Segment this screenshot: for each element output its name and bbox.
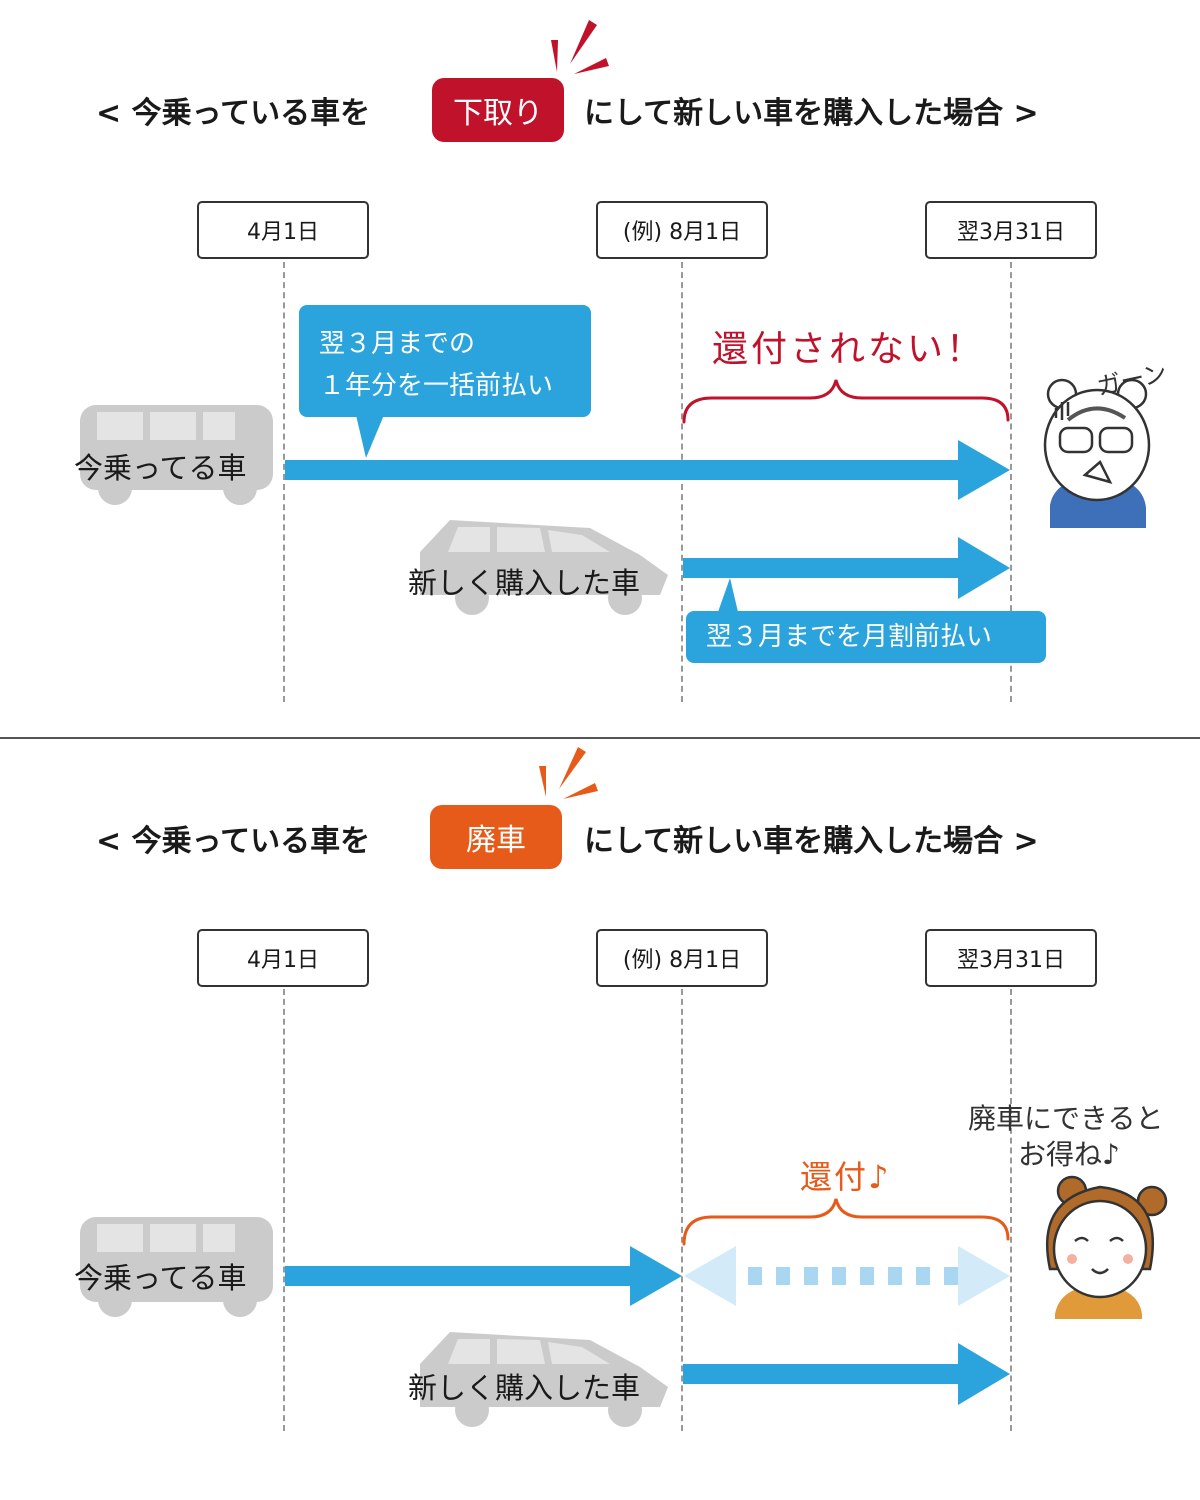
brace-icon — [682, 1198, 1010, 1246]
callout-line-2: １年分を一括前払い — [319, 371, 554, 401]
trade-in-panel: < 今乗っている車を 下取り にして新しい車を購入した場合 > 4月1日 (例)… — [0, 0, 1200, 738]
refund-note: 還付♪ — [800, 1158, 891, 1196]
scrap-badge: 廃車 — [430, 805, 562, 869]
brace-icon — [682, 379, 1010, 424]
date-march-31: 翌3月31日 — [925, 201, 1097, 259]
trade-in-badge: 下取り — [432, 78, 564, 142]
new-car-arrow — [683, 1343, 1010, 1405]
current-car-label: 今乗ってる車 — [74, 451, 247, 485]
lump-sum-callout: 翌３月までの １年分を一括前払い — [299, 305, 591, 417]
car-silhouette-icon — [80, 405, 273, 505]
current-car-label: 今乗ってる車 — [74, 1261, 247, 1295]
happy-note-line-2: お得ね♪ — [1018, 1138, 1120, 1171]
car-silhouette-icon — [80, 1217, 273, 1317]
timeline-august — [681, 989, 683, 1431]
callout-line-1: 翌３月までの — [319, 329, 476, 359]
minivan-silhouette-icon — [420, 520, 668, 615]
date-august-1: (例) 8月1日 — [596, 201, 768, 259]
section-divider — [0, 737, 1200, 739]
timeline-march — [1010, 262, 1012, 702]
monthly-callout: 翌３月までを月割前払い — [686, 611, 1046, 663]
happy-note-line-1: 廃車にできると — [968, 1102, 1164, 1135]
current-car-arrow — [285, 440, 1010, 500]
burst-icon — [539, 747, 598, 799]
date-august-1: (例) 8月1日 — [596, 929, 768, 987]
scrap-panel: < 今乗っている車を 廃車 にして新しい車を購入した場合 > 4月1日 (例) … — [0, 739, 1200, 1500]
heading-right: にして新しい車を購入した場合 > — [584, 824, 1039, 859]
refund-period-arrow — [684, 1246, 1010, 1306]
timeline-april — [283, 989, 285, 1431]
timeline-march — [1010, 989, 1012, 1431]
new-car-label: 新しく購入した車 — [408, 566, 641, 600]
minivan-silhouette-icon — [420, 1332, 668, 1427]
timeline-april — [283, 262, 285, 702]
happy-tiger-icon — [1045, 1175, 1168, 1319]
heading-left: < 今乗っている車を — [96, 824, 371, 859]
new-car-label: 新しく購入した車 — [408, 1371, 641, 1405]
heading-left: < 今乗っている車を — [96, 96, 371, 131]
refund-dashes — [748, 1267, 958, 1285]
date-march-31: 翌3月31日 — [925, 929, 1097, 987]
no-refund-note: 還付されない！ — [712, 329, 986, 370]
timeline-august — [681, 262, 683, 702]
burst-icon — [551, 20, 609, 74]
date-april-1: 4月1日 — [197, 201, 369, 259]
new-car-arrow — [683, 537, 1010, 599]
current-car-arrow — [285, 1246, 682, 1306]
shocked-bear-icon — [1043, 378, 1151, 528]
date-april-1: 4月1日 — [197, 929, 369, 987]
heading-right: にして新しい車を購入した場合 > — [584, 96, 1039, 131]
